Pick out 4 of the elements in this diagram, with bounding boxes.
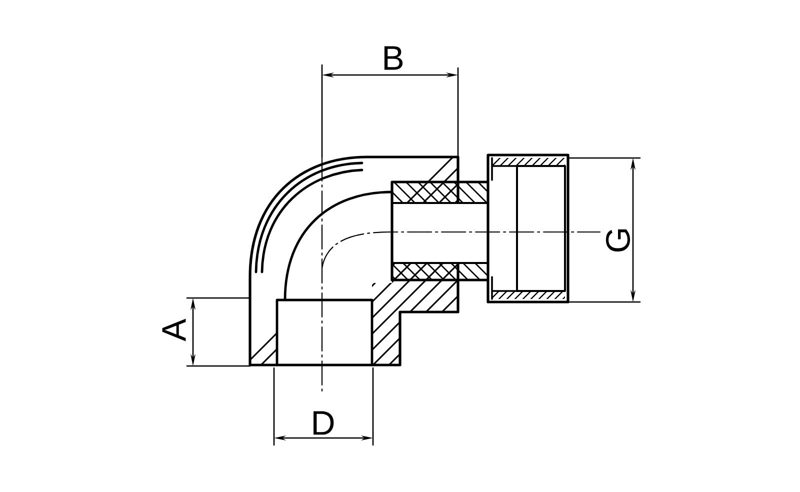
dimension-label: A — [162, 318, 186, 342]
dimension-label: B — [384, 46, 403, 70]
dimension-label: G — [606, 229, 630, 252]
dimension-label: D — [314, 411, 334, 435]
